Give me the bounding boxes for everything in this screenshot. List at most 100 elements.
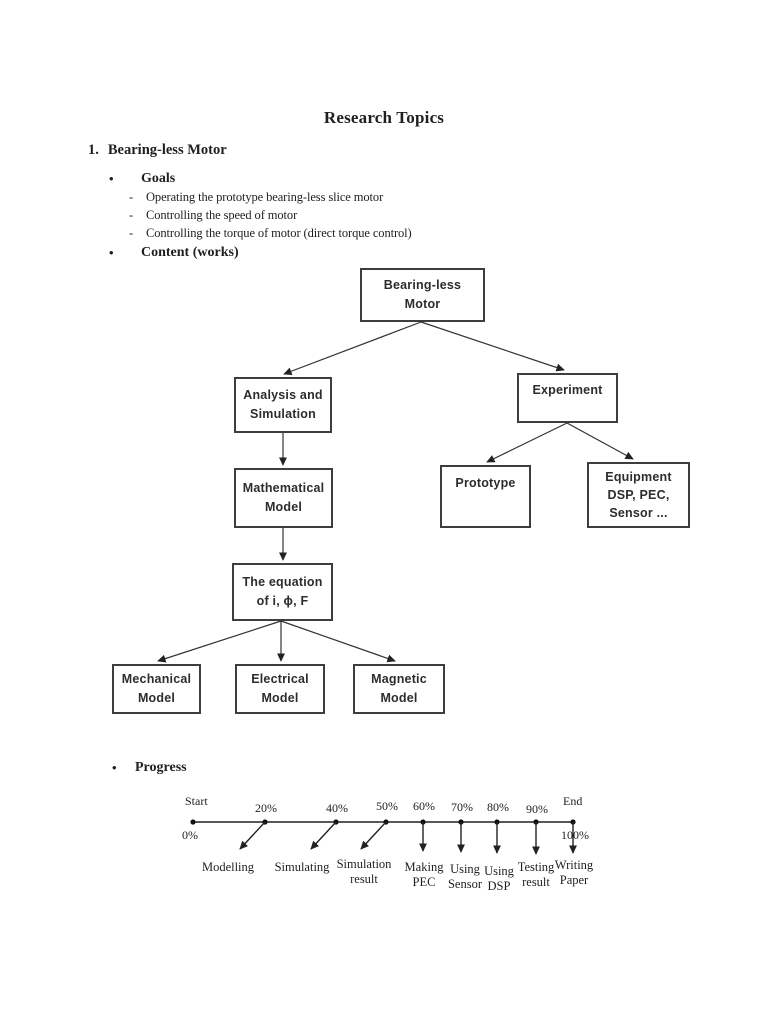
milestone-text: DSP [487, 879, 511, 893]
node-text: Model [261, 691, 299, 705]
progress-label: Progress [135, 760, 187, 775]
milestone-text: Testing [517, 860, 555, 874]
goal-item: - Controlling the speed of motor [129, 208, 298, 223]
timeline-tick-label-70: 70% [451, 800, 473, 814]
milestone-text: Using [450, 862, 480, 876]
node-text: Sensor ... [609, 506, 668, 520]
timeline-tick-label-20: 20% [255, 801, 277, 815]
timeline-tick-label-40: 40% [326, 801, 348, 815]
milestone-text: Simulating [274, 860, 330, 874]
timeline-tick-label-60: 60% [413, 799, 435, 813]
milestone-simulation-result: Simulation result [337, 857, 392, 887]
timeline-dot-60 [420, 819, 426, 825]
node-text: Experiment [532, 383, 603, 397]
milestone-text: Writing [554, 858, 594, 872]
milestone-using-sensor: Using Sensor [448, 862, 482, 892]
timeline-end-label: End [563, 794, 583, 808]
timeline-tick-label-80: 80% [487, 800, 509, 814]
page-title: Research Topics [323, 108, 445, 127]
connector-root-experiment [420, 321, 565, 372]
dash-icon: - [129, 208, 134, 222]
flowchart-node-electrical: Electrical Model [235, 664, 325, 714]
node-text: Magnetic [371, 672, 427, 686]
timeline-dot-start [190, 819, 196, 825]
timeline-start-label: Start [185, 794, 208, 808]
bullet-icon: • [109, 171, 114, 186]
flowchart-node-experiment: Experiment [517, 373, 618, 423]
arrow-modelling [239, 821, 266, 850]
milestone-text: Simulation [336, 857, 392, 871]
bullet-icon: • [112, 760, 117, 775]
milestone-text: result [522, 875, 550, 889]
arrow-simulating [310, 821, 337, 850]
milestone-making-pec: Making PEC [405, 860, 444, 890]
milestone-text: Making [404, 860, 444, 874]
milestone-using-dsp: Using DSP [484, 864, 514, 894]
progress-bullet-line: • Progress [112, 760, 187, 776]
milestone-text: Sensor [447, 877, 483, 891]
node-text: Mechanical [121, 672, 192, 686]
content-bullet-line: • Content (works) [109, 245, 239, 261]
milestone-text: Paper [559, 873, 589, 887]
node-text: Model [137, 691, 176, 705]
bullet-icon: • [109, 245, 114, 260]
section-title: Bearing-less Motor [107, 142, 227, 158]
node-text: Prototype [455, 476, 516, 490]
node-text: Equipment [605, 470, 672, 484]
flowchart-node-prototype: Prototype [440, 465, 531, 528]
flowchart-node-equation: The equation of i, ϕ, F [232, 563, 333, 621]
timeline-dot-20 [262, 819, 268, 825]
connector-experiment-equipment [566, 422, 634, 460]
goal-item-text: Operating the prototype bearing-less sli… [146, 190, 384, 204]
timeline-arrows [239, 821, 577, 855]
node-text: DSP, PEC, [607, 488, 670, 502]
goals-label: Goals [141, 171, 176, 186]
arrow-simulation-result [360, 821, 387, 850]
flowchart-node-analysis: Analysis and Simulation [234, 377, 332, 433]
flowchart-node-equipment: Equipment DSP, PEC, Sensor ... [587, 462, 690, 528]
connector-equation-magnetic [280, 620, 396, 663]
milestone-modelling: Modelling [202, 860, 254, 875]
timeline-tick-label-90: 90% [526, 802, 548, 816]
flowchart-node-mathematical: Mathematical Model [234, 468, 333, 528]
timeline-dot-90 [533, 819, 539, 825]
node-text: The equation [242, 575, 323, 589]
milestone-simulating: Simulating [275, 860, 330, 875]
connector-root-analysis [283, 321, 422, 376]
milestone-testing-result: Testing result [518, 860, 555, 890]
timeline-dot-70 [458, 819, 464, 825]
timeline-dot-80 [494, 819, 500, 825]
node-text: of i, ϕ, F [256, 594, 309, 608]
milestone-text: Modelling [201, 860, 255, 874]
milestone-writing-paper: Writing Paper [555, 858, 593, 888]
node-text: Simulation [250, 407, 316, 421]
dash-icon: - [129, 190, 134, 204]
connector-equation-mechanical [157, 620, 282, 663]
node-text: Analysis and [243, 388, 323, 402]
section-number: 1. [88, 142, 99, 158]
timeline-tick-label-50: 50% [376, 799, 398, 813]
flowchart-node-root: Bearing-less Motor [360, 268, 485, 322]
timeline-axis [190, 819, 576, 825]
timeline-zero-label: 0% [182, 828, 198, 842]
goal-item-text: Controlling the torque of motor (direct … [146, 226, 412, 240]
timeline-dot-end [570, 819, 576, 825]
node-text: Electrical [251, 672, 309, 686]
content-label: Content (works) [141, 245, 239, 260]
goal-item-text: Controlling the speed of motor [146, 208, 298, 222]
milestone-text: result [350, 872, 378, 886]
node-text: Bearing-less [383, 278, 462, 292]
connector-experiment-prototype [486, 422, 568, 463]
flowchart-node-mechanical: Mechanical Model [112, 664, 201, 714]
section-heading: 1. Bearing-less Motor [88, 142, 227, 159]
flowchart-node-magnetic: Magnetic Model [353, 664, 445, 714]
node-text: Mathematical [242, 481, 325, 495]
milestone-text: PEC [412, 875, 436, 889]
node-text: Model [264, 500, 303, 514]
goal-item: - Operating the prototype bearing-less s… [129, 190, 384, 205]
node-text: Model [380, 691, 418, 705]
dash-icon: - [129, 226, 134, 240]
timeline-dot-40 [333, 819, 339, 825]
goal-item: - Controlling the torque of motor (direc… [129, 226, 412, 241]
